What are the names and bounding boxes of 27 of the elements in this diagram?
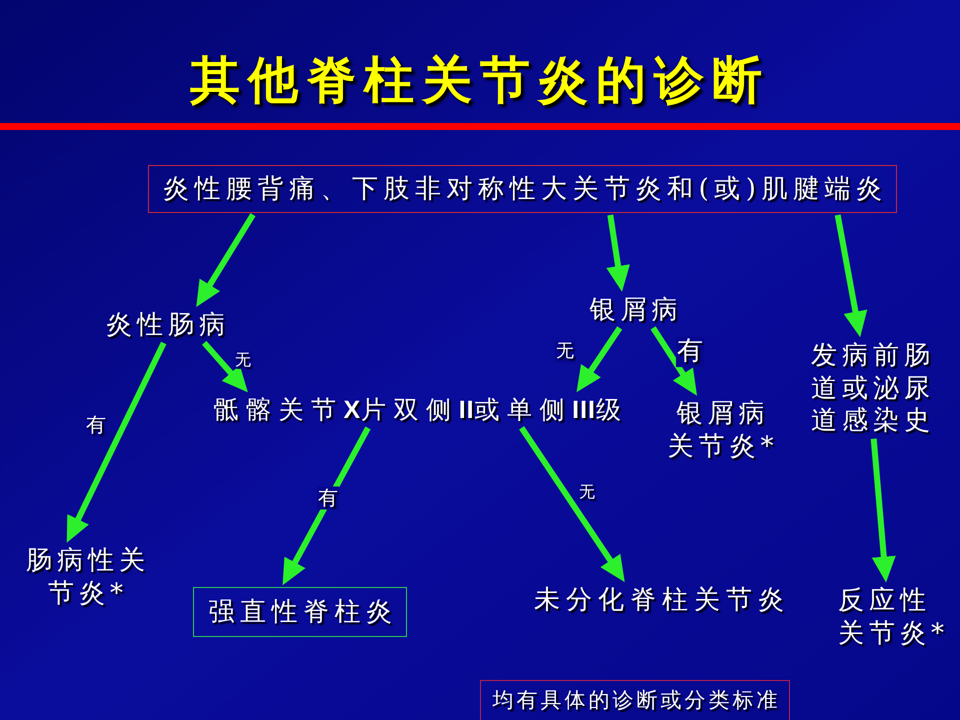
disease-label: 炎性肠病 [106,308,230,342]
diagnosis-label: 未分化脊柱关节炎 [534,584,790,616]
history-label: 发病前肠道或泌尿道感染史 [811,339,941,437]
slide-title: 其他脊柱关节炎的诊断 [190,51,770,110]
arrow [870,438,896,583]
diagnosis-label: 银屑病关节炎* [664,398,782,462]
diagnosis-label: 肠病性关节炎* [23,544,153,610]
edge-label: 无 [578,482,596,502]
edge-label: 无 [234,350,252,370]
note-box: 均有具体的诊断或分类标准 [480,680,790,720]
arrow [519,426,625,582]
disease-label: 银屑病 [590,294,682,326]
arrow [576,326,622,392]
arrow [834,214,868,338]
edge-label: 无 [555,342,575,362]
arrow [650,326,698,396]
edge-label: 有 [85,414,107,436]
arrow [196,213,256,308]
criteria-box: 炎性腰背痛、下肢非对称性大关节炎和(或)肌腱端炎 [148,165,897,213]
diagnosis-box: 强直性脊柱炎 [193,587,407,637]
arrow [66,342,166,543]
edge-label: 有 [317,486,339,510]
arrow [282,426,371,586]
arrow [606,214,630,292]
diagnosis-label: 反应性关节炎* [838,584,956,650]
edge-label: 有 [676,337,704,367]
arrow [202,340,248,392]
